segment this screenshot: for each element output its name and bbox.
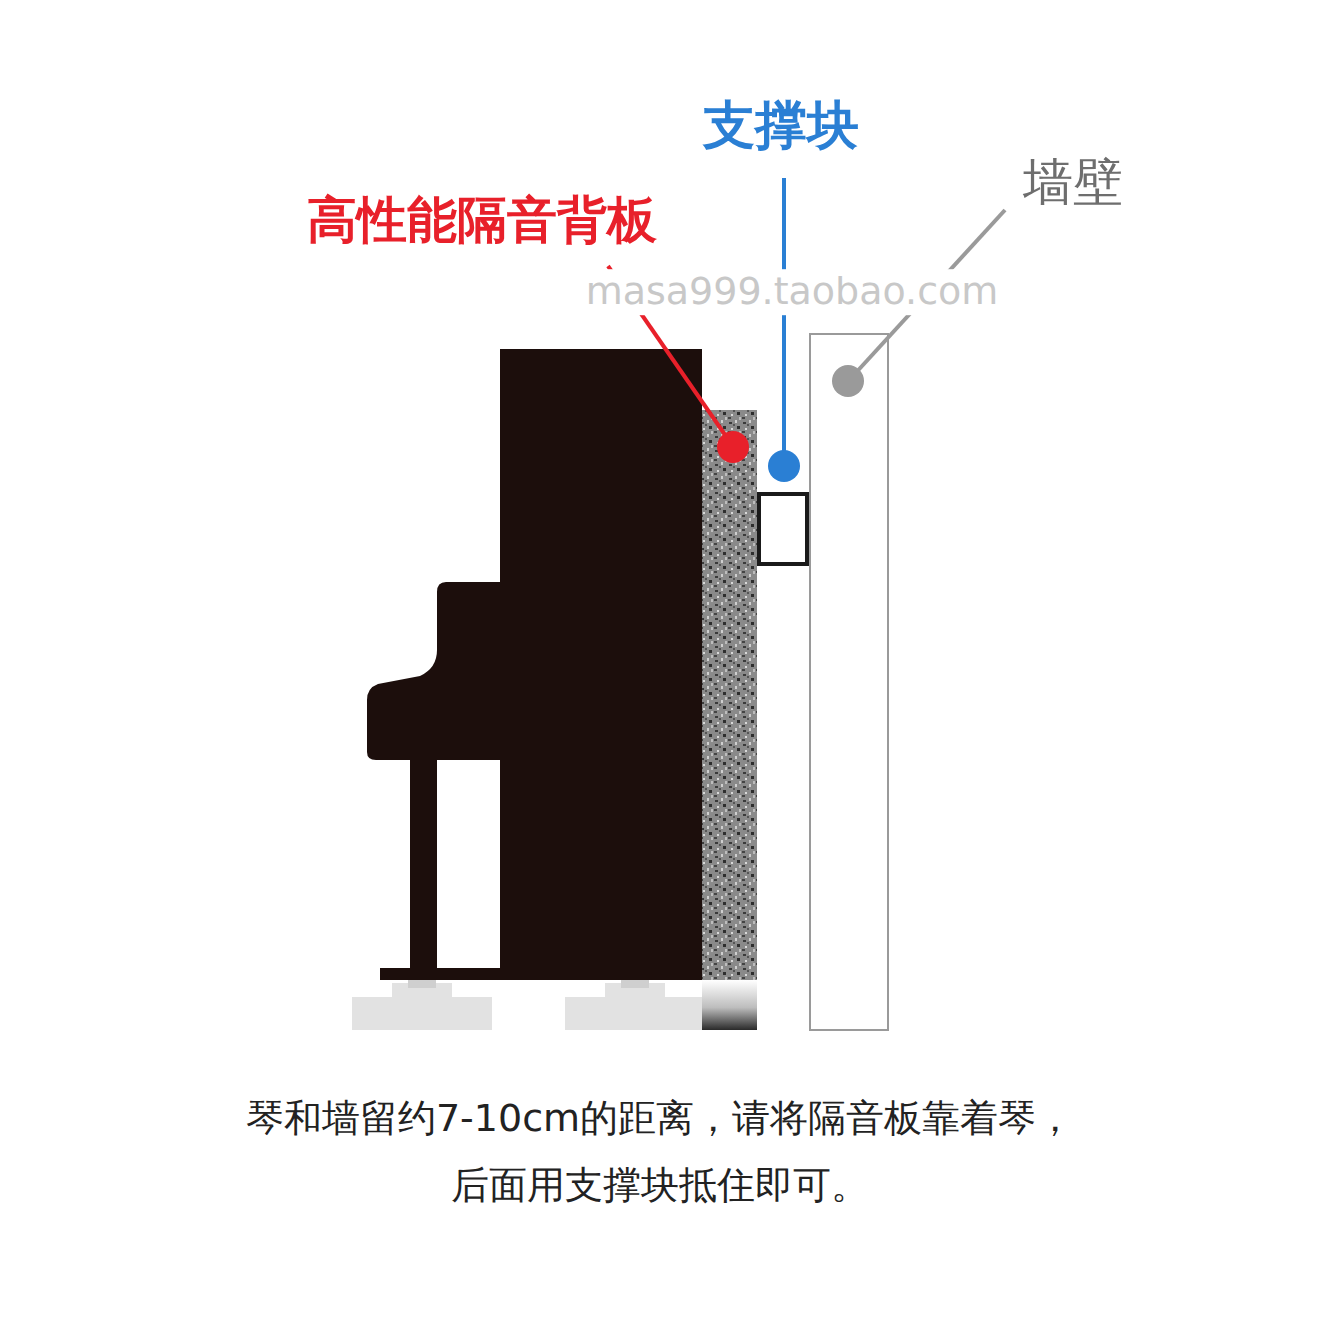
leader-dot	[832, 365, 864, 397]
leader-dot	[768, 450, 800, 482]
caster	[352, 980, 702, 1030]
wall	[810, 334, 888, 1030]
part-label: 高性能隔音背板	[303, 190, 661, 250]
part-label: 支撑块	[699, 94, 863, 156]
support-block	[759, 494, 807, 564]
board-base	[702, 980, 757, 1030]
part-label: 墙壁	[1019, 152, 1127, 212]
caption: 琴和墙留约7-10cm的距离，请将隔音板靠着琴， 后面用支撑块抵住即可。	[35, 1085, 1285, 1218]
piano-body	[367, 349, 702, 980]
watermark: masa999.taobao.com	[582, 269, 1003, 315]
leader-line	[782, 178, 786, 462]
leader-dot	[717, 431, 749, 463]
insulation-board	[702, 410, 757, 980]
